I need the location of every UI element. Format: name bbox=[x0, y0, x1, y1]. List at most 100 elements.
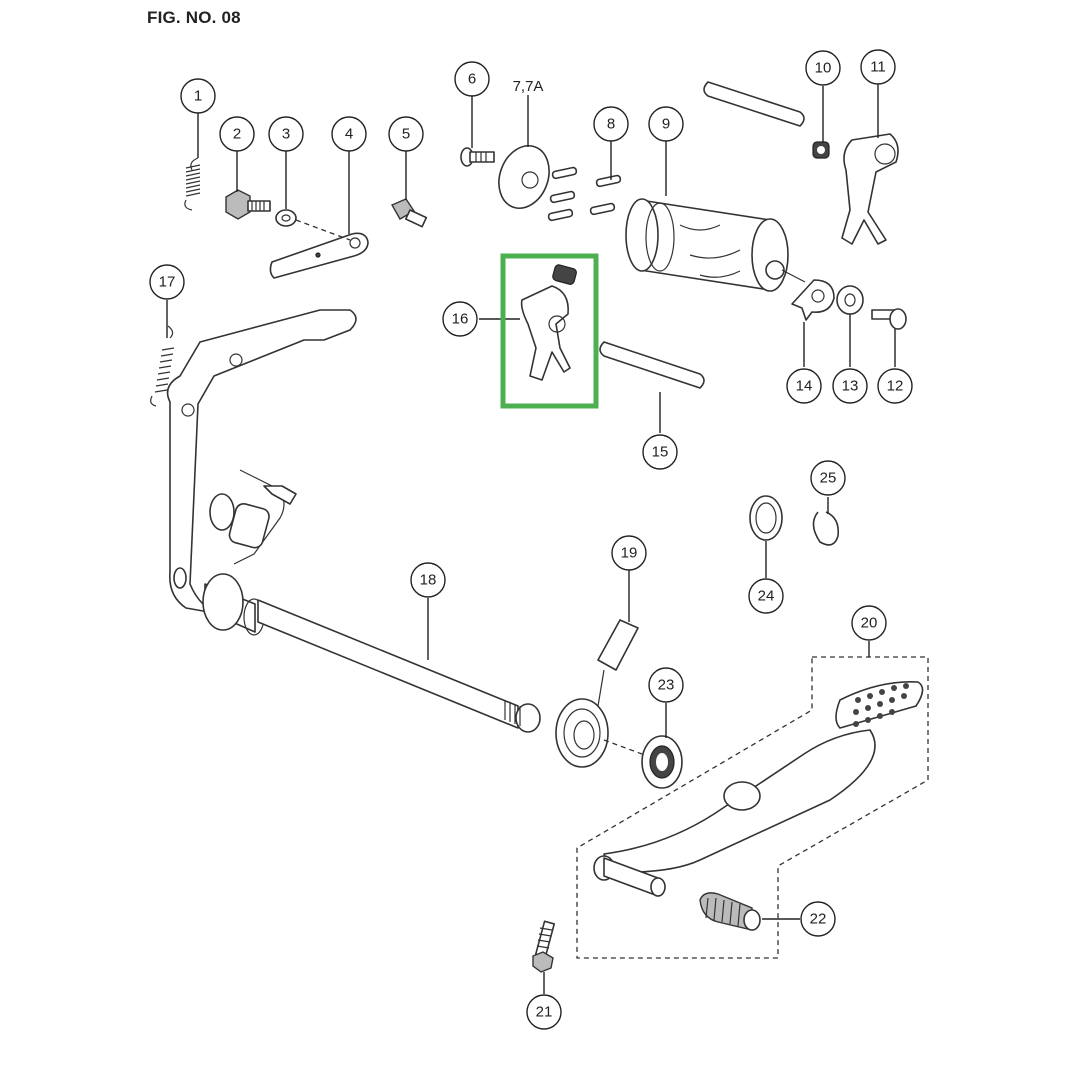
callout-label: 15 bbox=[652, 444, 669, 461]
callout-circle bbox=[149, 264, 185, 300]
highlight-box bbox=[500, 253, 599, 409]
callout-label: 16 bbox=[452, 311, 469, 328]
callout-4[interactable]: 4 bbox=[331, 116, 367, 152]
part-8-pins[interactable] bbox=[547, 141, 622, 222]
callout-8[interactable]: 8 bbox=[593, 106, 629, 142]
part-1-spring[interactable] bbox=[184, 113, 201, 211]
part-2-bolt[interactable] bbox=[225, 151, 271, 220]
callout-12[interactable]: 12 bbox=[877, 368, 913, 404]
callout-label: 19 bbox=[621, 545, 638, 562]
callout-circle bbox=[219, 116, 255, 152]
callout-circle bbox=[611, 535, 647, 571]
callout-6[interactable]: 6 bbox=[454, 61, 490, 97]
callout-label: 4 bbox=[345, 126, 353, 143]
callout-circle bbox=[388, 116, 424, 152]
callout-label: 25 bbox=[820, 470, 837, 487]
callout-circle bbox=[526, 994, 562, 1030]
callout-2[interactable]: 2 bbox=[219, 116, 255, 152]
callout-circle bbox=[331, 116, 367, 152]
callout-21[interactable]: 21 bbox=[526, 994, 562, 1030]
callout-3[interactable]: 3 bbox=[268, 116, 304, 152]
callout-17[interactable]: 17 bbox=[149, 264, 185, 300]
callout-label: 23 bbox=[658, 677, 675, 694]
callout-label: 17 bbox=[159, 274, 176, 291]
callout-13[interactable]: 13 bbox=[832, 368, 868, 404]
callout-label: 13 bbox=[842, 378, 859, 395]
callout-c77a-label[interactable]: 7,7A bbox=[513, 78, 544, 95]
callout-label: 3 bbox=[282, 126, 290, 143]
callout-label: 14 bbox=[796, 378, 813, 395]
callout-circle bbox=[454, 61, 490, 97]
part-17-spring[interactable] bbox=[150, 300, 175, 407]
part-20-gear-pedal[interactable] bbox=[576, 641, 929, 959]
callout-label: 9 bbox=[662, 116, 670, 133]
callout-10[interactable]: 10 bbox=[805, 50, 841, 86]
callout-circle bbox=[642, 434, 678, 470]
callout-circle bbox=[180, 78, 216, 114]
part-4-lever-plate[interactable] bbox=[269, 151, 369, 279]
part-14-clip[interactable] bbox=[781, 269, 835, 367]
part-22-pedal-rubber[interactable] bbox=[699, 892, 800, 931]
callout-24[interactable]: 24 bbox=[748, 578, 784, 614]
callout-5[interactable]: 5 bbox=[388, 116, 424, 152]
part-11-shift-fork[interactable] bbox=[841, 84, 899, 245]
part-9-shift-drum[interactable] bbox=[625, 141, 789, 292]
callout-9[interactable]: 9 bbox=[648, 106, 684, 142]
part-15-shaft[interactable] bbox=[599, 341, 705, 433]
callout-circle bbox=[851, 605, 887, 641]
callout-23[interactable]: 23 bbox=[648, 667, 684, 703]
callout-circle bbox=[786, 368, 822, 404]
part-16-shift-fork[interactable] bbox=[479, 264, 577, 381]
callout-circle bbox=[800, 901, 836, 937]
callout-label: 22 bbox=[810, 911, 827, 928]
part-5-stud[interactable] bbox=[391, 151, 428, 228]
callout-19[interactable]: 19 bbox=[611, 535, 647, 571]
part-24-washer[interactable] bbox=[749, 495, 783, 578]
part-13-washer[interactable] bbox=[836, 285, 864, 367]
callout-label: 8 bbox=[607, 116, 615, 133]
part-25-circlip[interactable] bbox=[812, 497, 840, 546]
part-19-return-spring[interactable] bbox=[555, 570, 639, 768]
callout-label: 2 bbox=[233, 126, 241, 143]
callout-circle bbox=[748, 578, 784, 614]
callout-circle bbox=[648, 106, 684, 142]
callout-circle bbox=[877, 368, 913, 404]
shift-fork-shaft[interactable] bbox=[703, 81, 805, 127]
part-18-shift-shaft[interactable] bbox=[173, 567, 541, 733]
callout-circle bbox=[442, 301, 478, 337]
callout-circle bbox=[410, 562, 446, 598]
callout-circle bbox=[860, 49, 896, 85]
callout-15[interactable]: 15 bbox=[642, 434, 678, 470]
callout-14[interactable]: 14 bbox=[786, 368, 822, 404]
callout-1[interactable]: 1 bbox=[180, 78, 216, 114]
callout-11[interactable]: 11 bbox=[860, 49, 896, 85]
callout-label: 24 bbox=[758, 588, 775, 605]
part-12-bolt[interactable] bbox=[871, 308, 907, 367]
callout-label: 11 bbox=[870, 59, 886, 76]
callout-18[interactable]: 18 bbox=[410, 562, 446, 598]
callout-label: 1 bbox=[194, 88, 202, 105]
callout-circle bbox=[805, 50, 841, 86]
callout-16[interactable]: 16 bbox=[442, 301, 478, 337]
callout-circle bbox=[810, 460, 846, 496]
callout-label: 12 bbox=[887, 378, 904, 395]
callout-label: 5 bbox=[402, 126, 410, 143]
shift-arm-assembly[interactable] bbox=[166, 309, 357, 615]
callout-circle bbox=[593, 106, 629, 142]
figure-title: FIG. NO. 08 bbox=[147, 8, 241, 27]
part-7-7a-plate[interactable] bbox=[491, 95, 558, 215]
callout-22[interactable]: 22 bbox=[800, 901, 836, 937]
callout-circle bbox=[648, 667, 684, 703]
callout-label: 6 bbox=[468, 71, 476, 88]
part-10-bearing[interactable] bbox=[812, 86, 830, 159]
part-23-oil-seal[interactable] bbox=[603, 703, 683, 789]
callout-label: 21 bbox=[536, 1004, 553, 1021]
callout-20[interactable]: 20 bbox=[851, 605, 887, 641]
part-6-screw[interactable] bbox=[460, 96, 495, 167]
callout-25[interactable]: 25 bbox=[810, 460, 846, 496]
part-21-bolt[interactable] bbox=[532, 920, 556, 994]
callout-circle bbox=[832, 368, 868, 404]
part-3-washer[interactable] bbox=[275, 151, 297, 227]
